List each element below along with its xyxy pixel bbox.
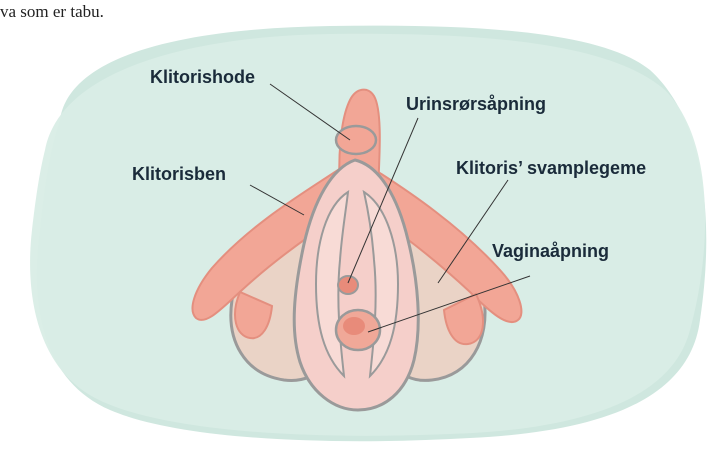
- label-clitoris-leg: Klitorisben: [132, 164, 226, 184]
- clitoris-head: [336, 126, 376, 154]
- label-vaginal-opening: Vaginaåpning: [492, 241, 609, 261]
- vaginal-opening-inner: [343, 317, 365, 335]
- label-clitoris-spongy-body: Klitoris’ svamplegeme: [456, 158, 646, 178]
- label-clitoris-head: Klitorishode: [150, 67, 255, 87]
- label-urethral-opening: Urinsrørsåpning: [406, 94, 546, 114]
- urethral-opening: [338, 276, 358, 294]
